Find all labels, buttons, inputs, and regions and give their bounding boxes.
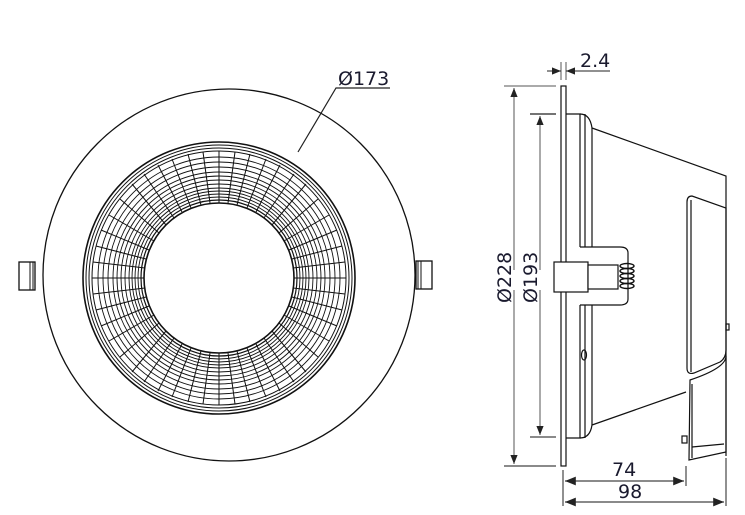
flange-thickness-label: 2.4 (580, 50, 610, 72)
spring-coil (619, 262, 635, 290)
driver-box (686, 195, 727, 375)
front-view: Ø173 (18, 68, 433, 462)
lens-diameter-label: Ø173 (338, 68, 389, 90)
outer-diameter-label: Ø228 (494, 252, 516, 303)
cutout-diameter-label: Ø193 (520, 252, 542, 303)
outer-flange-circle (42, 88, 416, 462)
terminal-box (688, 355, 727, 461)
outer-diameter-dimension: Ø228 (494, 85, 556, 467)
reflector-ring (82, 141, 356, 415)
left-clip (18, 261, 36, 291)
depth-dimensions: 74 (562, 458, 727, 507)
total-depth-label: 98 (618, 481, 642, 503)
right-clip (415, 260, 433, 290)
lens-diameter-callout: Ø173 (297, 68, 390, 153)
lamp-body (553, 113, 730, 461)
side-view: 2.4 Ø228 Ø193 74 98 (494, 50, 730, 507)
body-depth-label: 74 (612, 459, 636, 481)
cutout-diameter-dimension: Ø193 (520, 113, 556, 438)
flange-thickness-dimension: 2.4 (547, 50, 610, 80)
